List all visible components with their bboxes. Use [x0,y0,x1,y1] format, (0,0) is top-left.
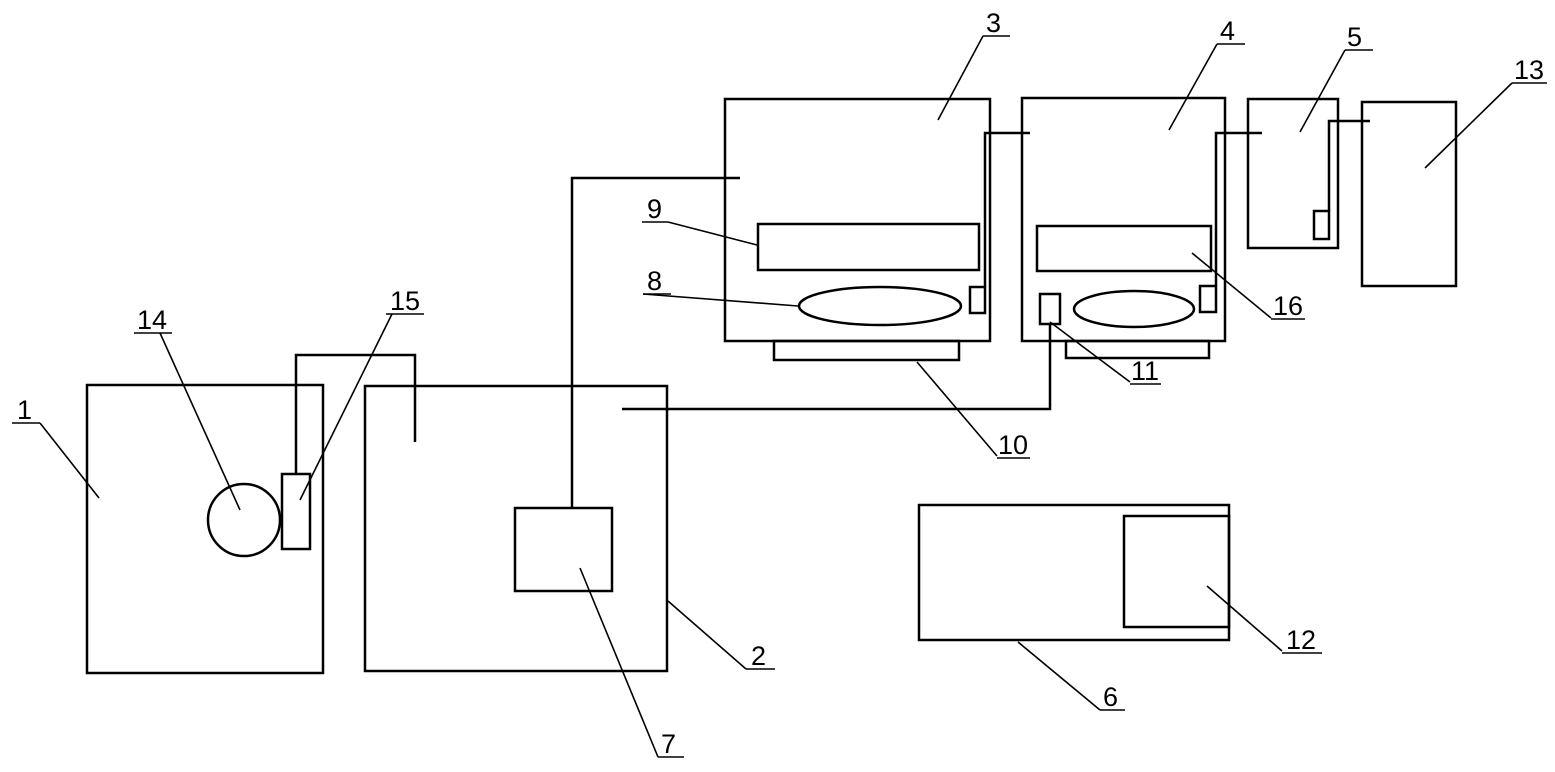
leader-10 [916,361,998,457]
component-14-circle [206,482,282,558]
component-7-box [513,506,614,593]
label-3: 3 [986,8,1001,38]
label-1: 1 [17,395,32,425]
component-4-ellipse [1072,289,1196,329]
label-4: 4 [1220,16,1235,46]
pipe-3-to-4 [983,131,1030,287]
component-1-box [85,383,325,675]
leader-3 [937,35,984,121]
label-2: 2 [751,641,766,671]
component-2-box [363,384,669,673]
label-13: 13 [1514,55,1544,85]
leader-5 [1299,49,1346,133]
label-12: 12 [1286,625,1316,655]
component-4-base [1064,339,1211,360]
leader-16 [1191,252,1272,319]
component-9-box [756,222,981,272]
label-14: 14 [137,305,167,335]
component-6-box [917,503,1231,642]
component-3-small-box [968,285,987,315]
label-5: 5 [1347,22,1362,52]
component-16-box [1035,224,1213,273]
component-5-box [1246,97,1340,250]
label-7: 7 [661,729,676,759]
component-13-box [1360,100,1458,288]
component-3-box [723,97,992,343]
component-5-small-box [1312,209,1331,241]
component-12-box [1122,514,1231,629]
pipe-15-to-2 [294,353,417,474]
component-8-ellipse [797,285,963,327]
label-6: 6 [1103,682,1118,712]
leader-13 [1424,82,1513,169]
leader-2 [667,600,747,670]
leader-8 [642,293,799,307]
component-4-box [1020,96,1227,343]
leader-12 [1206,585,1283,652]
label-15: 15 [390,286,420,316]
label-16: 16 [1273,291,1303,321]
leader-9 [667,221,758,246]
pipe-2-to-11 [622,324,1052,411]
component-11-box [1038,292,1062,326]
leader-14 [159,332,241,511]
label-10: 10 [998,430,1028,460]
leader-1 [39,422,100,499]
leader-4 [1168,43,1218,131]
pipe-7-to-3 [570,176,740,508]
leader-11 [1049,321,1131,383]
component-15-box [280,472,312,551]
label-9: 9 [647,194,662,224]
label-11: 11 [1131,356,1159,386]
component-4-small-box [1198,284,1218,314]
leader-15 [299,313,393,501]
label-8: 8 [647,266,662,296]
component-10-box [772,339,961,362]
pipe-4-to-5 [1214,131,1262,286]
pipe-5-to-13 [1327,119,1370,211]
leader-6 [1017,641,1101,711]
leader-7 [579,567,659,758]
